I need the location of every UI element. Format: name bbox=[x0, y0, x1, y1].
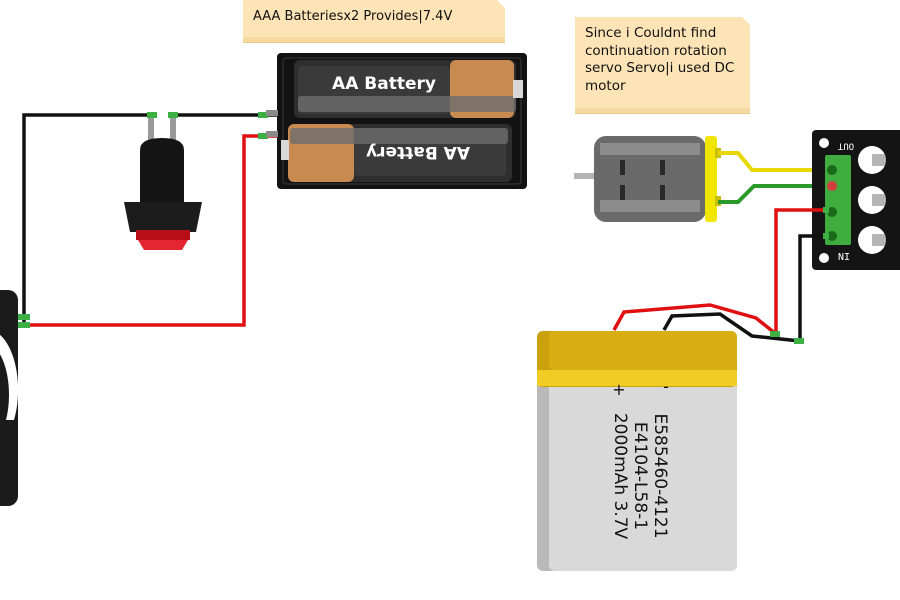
wire-end bbox=[147, 112, 157, 118]
motor-wires bbox=[718, 151, 832, 204]
battery-note: AAA Batteriesx2 Provides|7.4V bbox=[243, 0, 505, 42]
wire-end bbox=[258, 112, 268, 118]
battery-note-text: AAA Batteriesx2 Provides|7.4V bbox=[253, 9, 453, 24]
note-fold bbox=[497, 0, 505, 8]
wire-end bbox=[168, 112, 178, 118]
lipo-battery: - + E585460-4121 E4104-L58-1 2000mAh 3.7… bbox=[537, 331, 737, 571]
yellow-wire-motor bbox=[718, 151, 832, 172]
power-wires bbox=[612, 207, 829, 344]
bottom-cell-label: AA Battery bbox=[366, 142, 470, 162]
top-cell-label: AA Battery bbox=[332, 74, 436, 94]
lipo-line2: E4104-L58-1 bbox=[630, 422, 650, 530]
note-fold bbox=[742, 17, 750, 25]
lipo-line3: 2000mAh 3.7V bbox=[610, 413, 630, 540]
battery-holder: AA Battery AA Battery bbox=[266, 53, 527, 189]
wire-end bbox=[18, 322, 30, 328]
black-wire-lipo bbox=[662, 234, 826, 343]
motor-driver-board: OUT IN bbox=[812, 130, 900, 270]
wire-end bbox=[258, 133, 268, 139]
driver-out-label: OUT bbox=[837, 141, 854, 151]
red-wire-lipo bbox=[612, 208, 826, 338]
left-device bbox=[0, 290, 19, 506]
green-wire-motor bbox=[718, 184, 832, 204]
servo-note: Since i Couldnt find continuation rotati… bbox=[575, 17, 750, 113]
rocker-switch bbox=[124, 118, 202, 250]
driver-in-label: IN bbox=[838, 250, 850, 261]
dc-motor bbox=[574, 136, 721, 222]
lipo-line1: E585460-4121 bbox=[650, 413, 670, 538]
servo-note-text: Since i Couldnt find continuation rotati… bbox=[585, 25, 735, 94]
wire-end bbox=[18, 314, 30, 320]
lipo-minus-label: - bbox=[663, 377, 669, 396]
lipo-plus-label: + bbox=[612, 380, 625, 399]
